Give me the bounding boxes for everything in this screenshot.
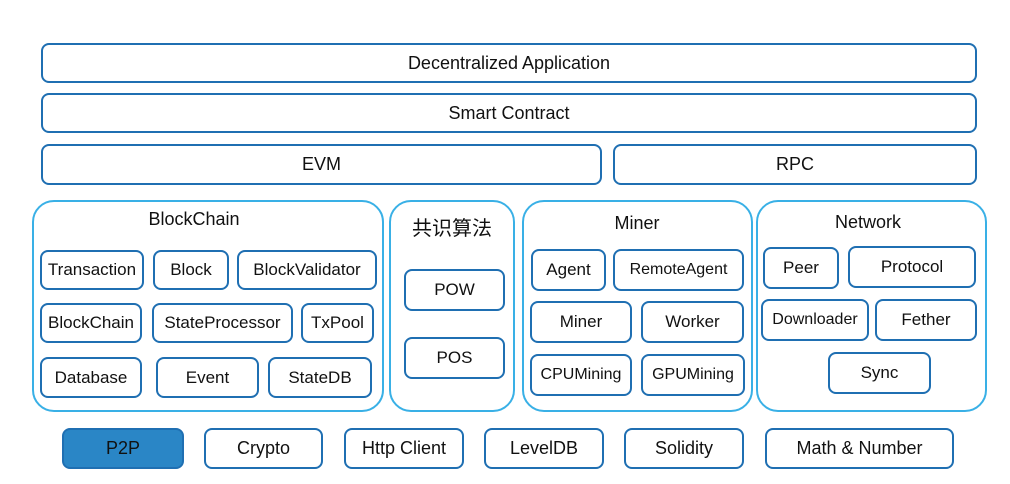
- peer-box: Peer: [763, 247, 839, 289]
- remote-agent-box: RemoteAgent: [613, 249, 744, 291]
- fether-box: Fether: [875, 299, 977, 341]
- cpu-mining-box: CPUMining: [530, 354, 632, 396]
- leveldb-box: LevelDB: [484, 428, 604, 469]
- database-box: Database: [40, 357, 142, 398]
- downloader-box: Downloader: [761, 299, 869, 341]
- miner-group-title: Miner: [614, 213, 660, 233]
- decentralized-application-layer: Decentralized Application: [41, 43, 977, 83]
- pos-box: POS: [404, 337, 505, 379]
- http-client-box: Http Client: [344, 428, 464, 469]
- transaction-box: Transaction: [40, 250, 144, 290]
- crypto-box: Crypto: [204, 428, 323, 469]
- agent-box: Agent: [531, 249, 606, 291]
- miner-box: Miner: [530, 301, 632, 343]
- math-number-box: Math & Number: [765, 428, 954, 469]
- blockchain-box: BlockChain: [40, 303, 142, 343]
- network-group-title: Network: [834, 212, 902, 232]
- state-processor-box: StateProcessor: [152, 303, 293, 343]
- evm-layer: EVM: [41, 144, 602, 185]
- sync-box: Sync: [828, 352, 931, 394]
- solidity-box: Solidity: [624, 428, 744, 469]
- smart-contract-layer: Smart Contract: [41, 93, 977, 133]
- worker-box: Worker: [641, 301, 744, 343]
- event-box: Event: [156, 357, 259, 398]
- gpu-mining-box: GPUMining: [641, 354, 745, 396]
- statedb-box: StateDB: [268, 357, 372, 398]
- block-validator-box: BlockValidator: [237, 250, 377, 290]
- p2p-box: P2P: [62, 428, 184, 469]
- pow-box: POW: [404, 269, 505, 311]
- blockchain-group-title: BlockChain: [148, 209, 240, 229]
- txpool-box: TxPool: [301, 303, 374, 343]
- protocol-box: Protocol: [848, 246, 976, 288]
- block-box: Block: [153, 250, 229, 290]
- rpc-layer: RPC: [613, 144, 977, 185]
- consensus-group-title: 共识算法: [412, 218, 492, 240]
